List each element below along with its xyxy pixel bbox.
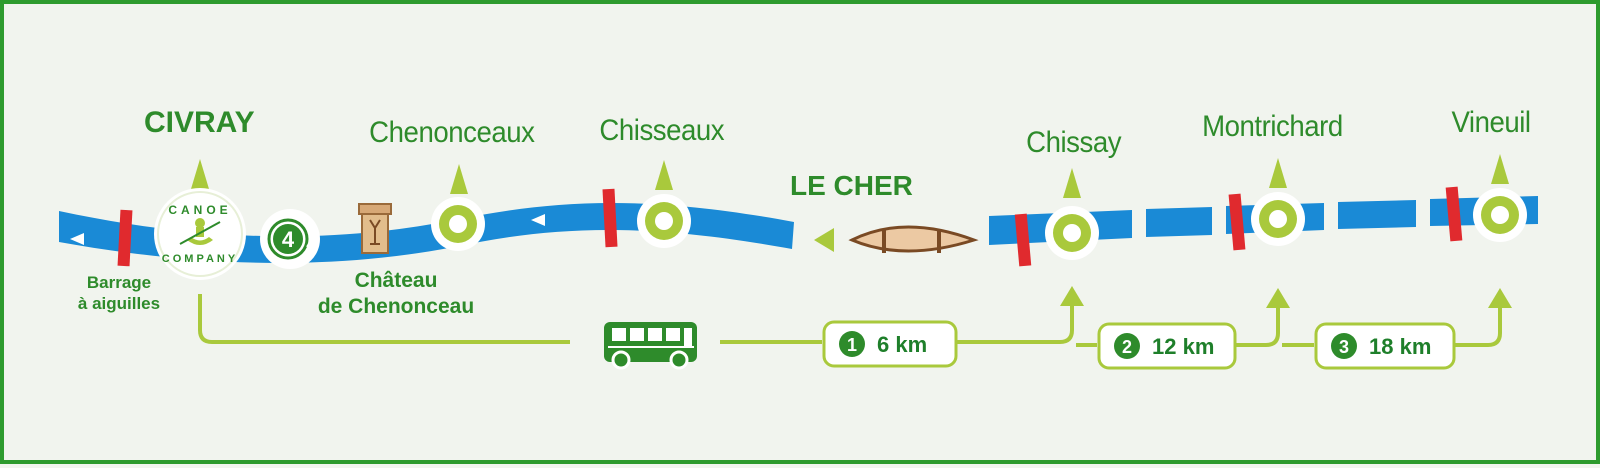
barrier-marker bbox=[602, 188, 618, 248]
barrier-marker bbox=[1014, 213, 1032, 267]
route-badge-2: 2 12 km bbox=[1097, 322, 1237, 370]
barrier-marker bbox=[1228, 193, 1246, 251]
stop-marker-chisseaux bbox=[637, 194, 691, 248]
route-1-number: 1 bbox=[847, 335, 857, 355]
logo-text-top: CANOE bbox=[168, 203, 231, 217]
stop-marker-vineuil bbox=[1473, 188, 1527, 242]
route-2-distance: 12 km bbox=[1152, 334, 1214, 359]
route-badge-3: 3 18 km bbox=[1314, 322, 1456, 370]
shuttle-line-1 bbox=[720, 304, 1074, 344]
river-name-label: LE CHER bbox=[790, 170, 913, 201]
barrage-label-line-2: à aiguilles bbox=[77, 294, 161, 313]
chateau-label: Château de Chenonceau bbox=[296, 268, 496, 320]
canoe-company-logo: CANOE COMPANY bbox=[154, 188, 246, 280]
stop-marker-chenonceaux bbox=[431, 197, 485, 251]
chateau-label-line-2: de Chenonceau bbox=[317, 295, 475, 318]
town-label-chenonceaux: Chenonceaux bbox=[369, 116, 535, 149]
barrage-label: Barrage à aiguilles bbox=[64, 272, 174, 314]
stop-marker-montrichard bbox=[1251, 192, 1305, 246]
start-town-label: CIVRAY bbox=[144, 106, 255, 139]
map-graphics: CANOE COMPANY 4 bbox=[59, 154, 1538, 370]
barrage-label-line-1: Barrage bbox=[86, 273, 152, 292]
route-3-distance: 18 km bbox=[1369, 334, 1431, 359]
town-label-montrichard: Montrichard bbox=[1202, 110, 1343, 143]
chateau-icon bbox=[358, 203, 392, 254]
shuttle-line-2 bbox=[1076, 306, 1280, 347]
circuit-4-badge: 4 bbox=[260, 209, 320, 269]
route-badge-1: 1 6 km bbox=[822, 320, 958, 368]
town-label-chissay: Chissay bbox=[1026, 126, 1122, 159]
route-3-number: 3 bbox=[1339, 337, 1349, 357]
town-label-vineuil: Vineuil bbox=[1451, 106, 1531, 139]
town-label-chisseaux: Chisseaux bbox=[599, 114, 725, 147]
barrier-marker bbox=[117, 209, 133, 267]
route-2-number: 2 bbox=[1122, 337, 1132, 357]
stop-marker-chissay bbox=[1045, 206, 1099, 260]
flow-arrow-icon bbox=[70, 233, 84, 245]
flow-arrow-icon bbox=[531, 214, 545, 226]
loop-arrow-icon bbox=[306, 225, 312, 248]
canoe-icon bbox=[848, 225, 979, 253]
shuttle-line-main bbox=[198, 294, 570, 344]
barrier-marker bbox=[1445, 186, 1463, 242]
route-1-distance: 6 km bbox=[877, 332, 927, 357]
flow-arrow-icon bbox=[814, 228, 834, 252]
paddler-icon bbox=[187, 237, 213, 245]
up-arrow-icon bbox=[191, 154, 1509, 198]
logo-text-bottom: COMPANY bbox=[162, 253, 238, 265]
shuttle-line-3 bbox=[1282, 306, 1502, 347]
circuit-4-number: 4 bbox=[282, 227, 295, 252]
bus-icon bbox=[604, 322, 697, 370]
chateau-label-line-1: Château bbox=[354, 269, 438, 292]
